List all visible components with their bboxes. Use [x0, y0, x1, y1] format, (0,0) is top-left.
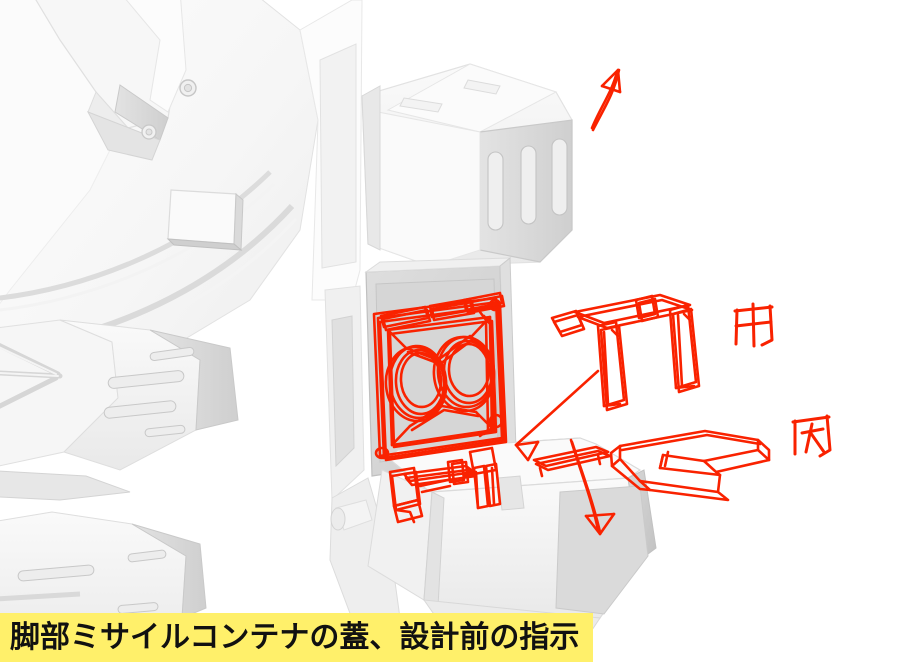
lid-bolt-marks — [374, 298, 504, 460]
hinge-pin-upper — [179, 79, 197, 97]
hinge-bracket-sketch — [388, 446, 502, 524]
slot-rect-3 — [462, 291, 506, 315]
kanji-mark-lower — [791, 414, 832, 458]
port-circle-right — [432, 335, 496, 413]
knee-guard-plate — [35, 0, 187, 161]
caption-text: 脚部ミサイルコンテナの蓋、設計前の指示 — [10, 619, 580, 655]
lid-face-sketch — [372, 296, 508, 462]
side-vent-box — [361, 63, 573, 267]
vent-slot-group — [487, 138, 568, 231]
curved-arrow-up — [590, 68, 622, 132]
access-hatch-plate — [166, 189, 244, 252]
bracket-part-sketch — [550, 293, 701, 412]
flat-frame-part-sketch — [609, 429, 771, 502]
hinge-pin-lower — [141, 124, 157, 140]
vent-fin-armor-upper — [0, 319, 239, 501]
rim-bracket-echo — [532, 445, 612, 478]
caption-banner: 脚部ミサイルコンテナの蓋、設計前の指示 — [0, 613, 593, 662]
slot-rect-1 — [379, 305, 432, 332]
leader-arrow-to-container — [514, 369, 600, 462]
kanji-mark-upper — [733, 302, 774, 348]
